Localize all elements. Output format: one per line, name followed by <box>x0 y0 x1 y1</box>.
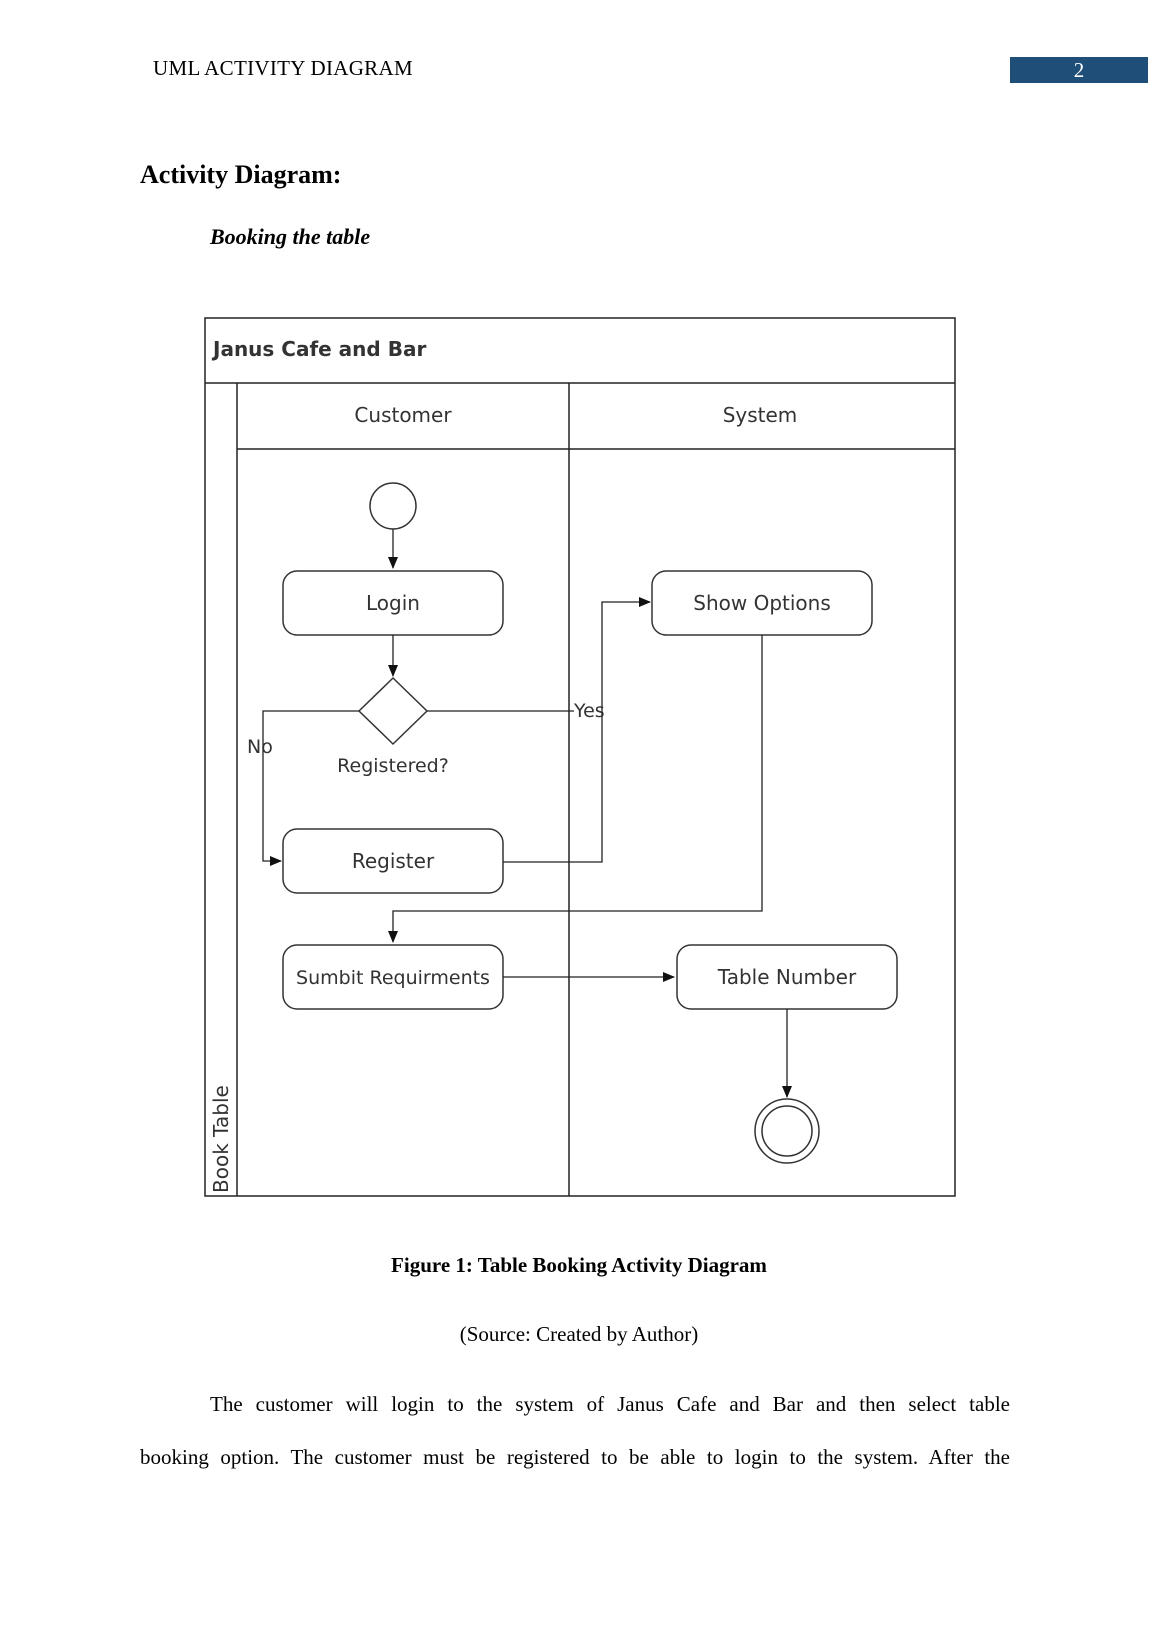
activity-show-options-label: Show Options <box>693 591 831 615</box>
figure-caption: Figure 1: Table Booking Activity Diagram <box>391 1253 767 1277</box>
section-heading: Activity Diagram: <box>140 160 342 189</box>
source-caption: (Source: Created by Author) <box>459 1322 699 1346</box>
diagram-frame <box>204 317 956 1197</box>
edge-register-show-options <box>503 597 651 863</box>
running-header-title: UML ACTIVITY DIAGRAM <box>153 56 413 80</box>
subsection-heading: Booking the table <box>210 224 371 249</box>
body-paragraph-line-2: booking option. The customer must be reg… <box>140 1445 1010 1469</box>
body-paragraph-line-1: The customer will login to the system of… <box>140 1392 1010 1417</box>
lane-header-customer: Customer <box>354 403 452 427</box>
start-node <box>369 482 417 530</box>
lane-header-system: System <box>723 403 798 427</box>
edge-show-options-submit <box>388 635 763 943</box>
activity-table-number-label: Table Number <box>717 965 857 989</box>
activity-submit-requirements-label: Sumbit Requirments <box>296 967 490 989</box>
decision-registered <box>357 676 429 746</box>
body-paragraph-line-1-text: The customer will login to the system of… <box>210 1392 1010 1416</box>
diagram-title: Janus Cafe and Bar <box>211 337 426 361</box>
decision-registered-label: Registered? <box>337 755 449 777</box>
activity-register <box>282 828 504 894</box>
activity-register-label: Register <box>352 849 435 873</box>
side-label-book-table: Book Table <box>209 1085 233 1193</box>
edge-no <box>262 710 359 866</box>
edge-label-yes: Yes <box>573 700 605 722</box>
page-number-badge: 2 <box>1010 57 1148 83</box>
edge-label-no: No <box>247 736 273 758</box>
end-node-inner <box>761 1105 813 1157</box>
activity-login-label: Login <box>366 591 420 615</box>
